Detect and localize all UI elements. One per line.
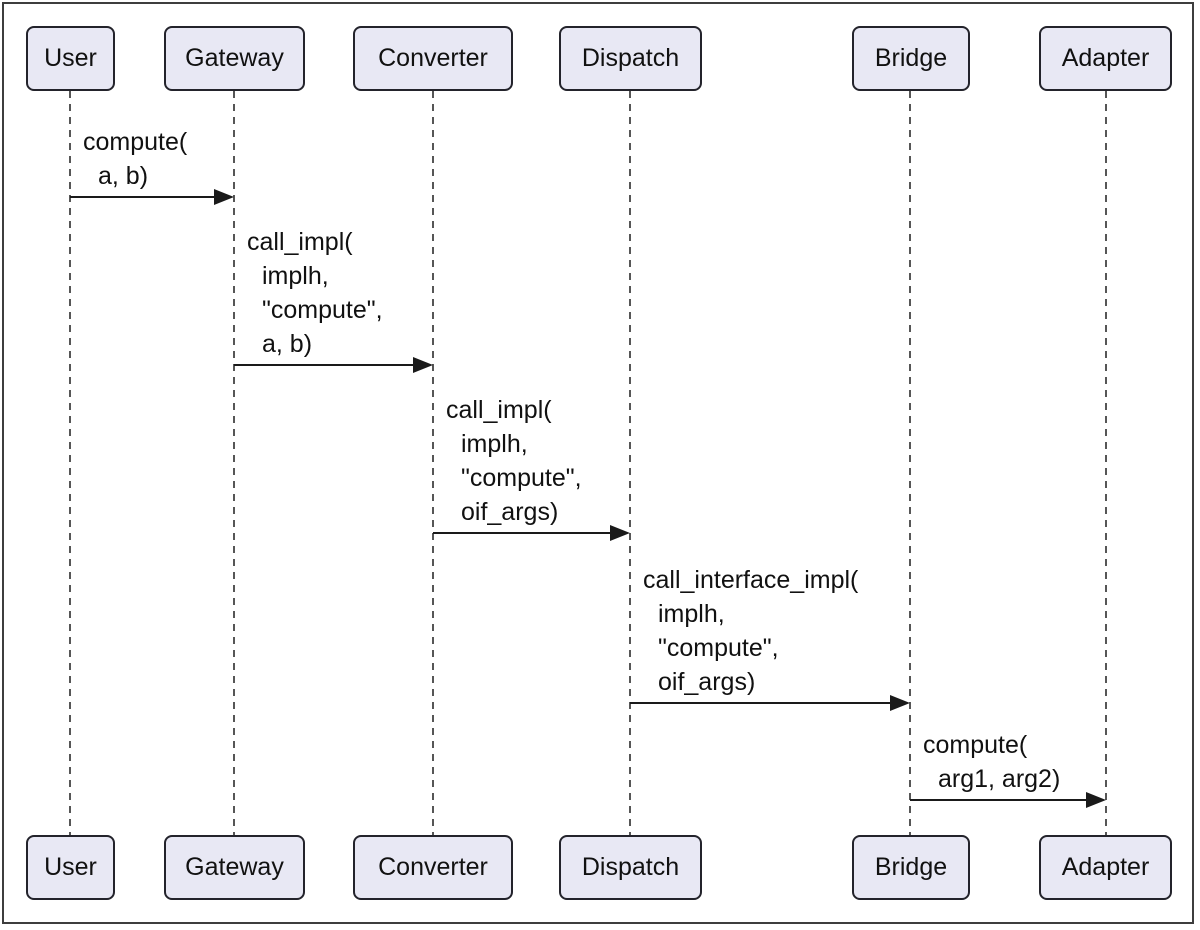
participant-bottom-dispatch: Dispatch bbox=[559, 835, 702, 900]
lifeline-adapter bbox=[1105, 91, 1107, 835]
message-line-text: a, b) bbox=[98, 162, 149, 190]
message-arrowhead-icon bbox=[1086, 792, 1106, 808]
message-arrowhead-icon bbox=[413, 357, 433, 373]
message-line-text: "compute", bbox=[461, 464, 582, 492]
message-line-text: arg1, arg2) bbox=[938, 765, 1061, 793]
message-arrow-line bbox=[910, 799, 1086, 801]
message-label: call_impl( implh, "compute", a, b) bbox=[247, 225, 383, 361]
participant-bottom-gateway: Gateway bbox=[164, 835, 305, 900]
message-arrow-line bbox=[234, 364, 413, 366]
message-label: call_impl( implh, "compute", oif_args) bbox=[446, 393, 582, 529]
lifeline-bridge bbox=[909, 91, 911, 835]
message-line-text: call_interface_impl( bbox=[643, 566, 859, 594]
message-line-text: "compute", bbox=[262, 296, 383, 324]
message-label: call_interface_impl( implh, "compute", o… bbox=[643, 563, 858, 699]
message-line-text: oif_args) bbox=[461, 498, 559, 526]
message-line-text: implh, bbox=[262, 262, 329, 290]
message-arrow-line bbox=[630, 702, 890, 704]
message-label: compute( a, b) bbox=[83, 125, 187, 193]
message-arrow-line bbox=[433, 532, 610, 534]
participant-top-dispatch: Dispatch bbox=[559, 26, 702, 91]
message-line-text: call_impl( bbox=[446, 396, 552, 424]
participant-top-gateway: Gateway bbox=[164, 26, 305, 91]
message-line-text: a, b) bbox=[262, 330, 313, 358]
message-line-text: compute( bbox=[923, 731, 1028, 759]
message-line-text: compute( bbox=[83, 128, 188, 156]
lifeline-user bbox=[69, 91, 71, 835]
participant-bottom-user: User bbox=[26, 835, 115, 900]
participant-bottom-adapter: Adapter bbox=[1039, 835, 1172, 900]
participant-top-adapter: Adapter bbox=[1039, 26, 1172, 91]
message-line-text: implh, bbox=[658, 600, 725, 628]
message-label: compute( arg1, arg2) bbox=[923, 728, 1060, 796]
lifeline-dispatch bbox=[629, 91, 631, 835]
message-arrowhead-icon bbox=[214, 189, 234, 205]
message-line-text: implh, bbox=[461, 430, 528, 458]
participant-top-converter: Converter bbox=[353, 26, 513, 91]
message-arrowhead-icon bbox=[890, 695, 910, 711]
message-arrowhead-icon bbox=[610, 525, 630, 541]
message-line-text: "compute", bbox=[658, 634, 779, 662]
participant-top-bridge: Bridge bbox=[852, 26, 970, 91]
message-line-text: oif_args) bbox=[658, 668, 756, 696]
participant-top-user: User bbox=[26, 26, 115, 91]
participant-bottom-bridge: Bridge bbox=[852, 835, 970, 900]
participant-bottom-converter: Converter bbox=[353, 835, 513, 900]
lifeline-converter bbox=[432, 91, 434, 835]
lifeline-gateway bbox=[233, 91, 235, 835]
message-arrow-line bbox=[70, 196, 214, 198]
message-line-text: call_impl( bbox=[247, 228, 353, 256]
